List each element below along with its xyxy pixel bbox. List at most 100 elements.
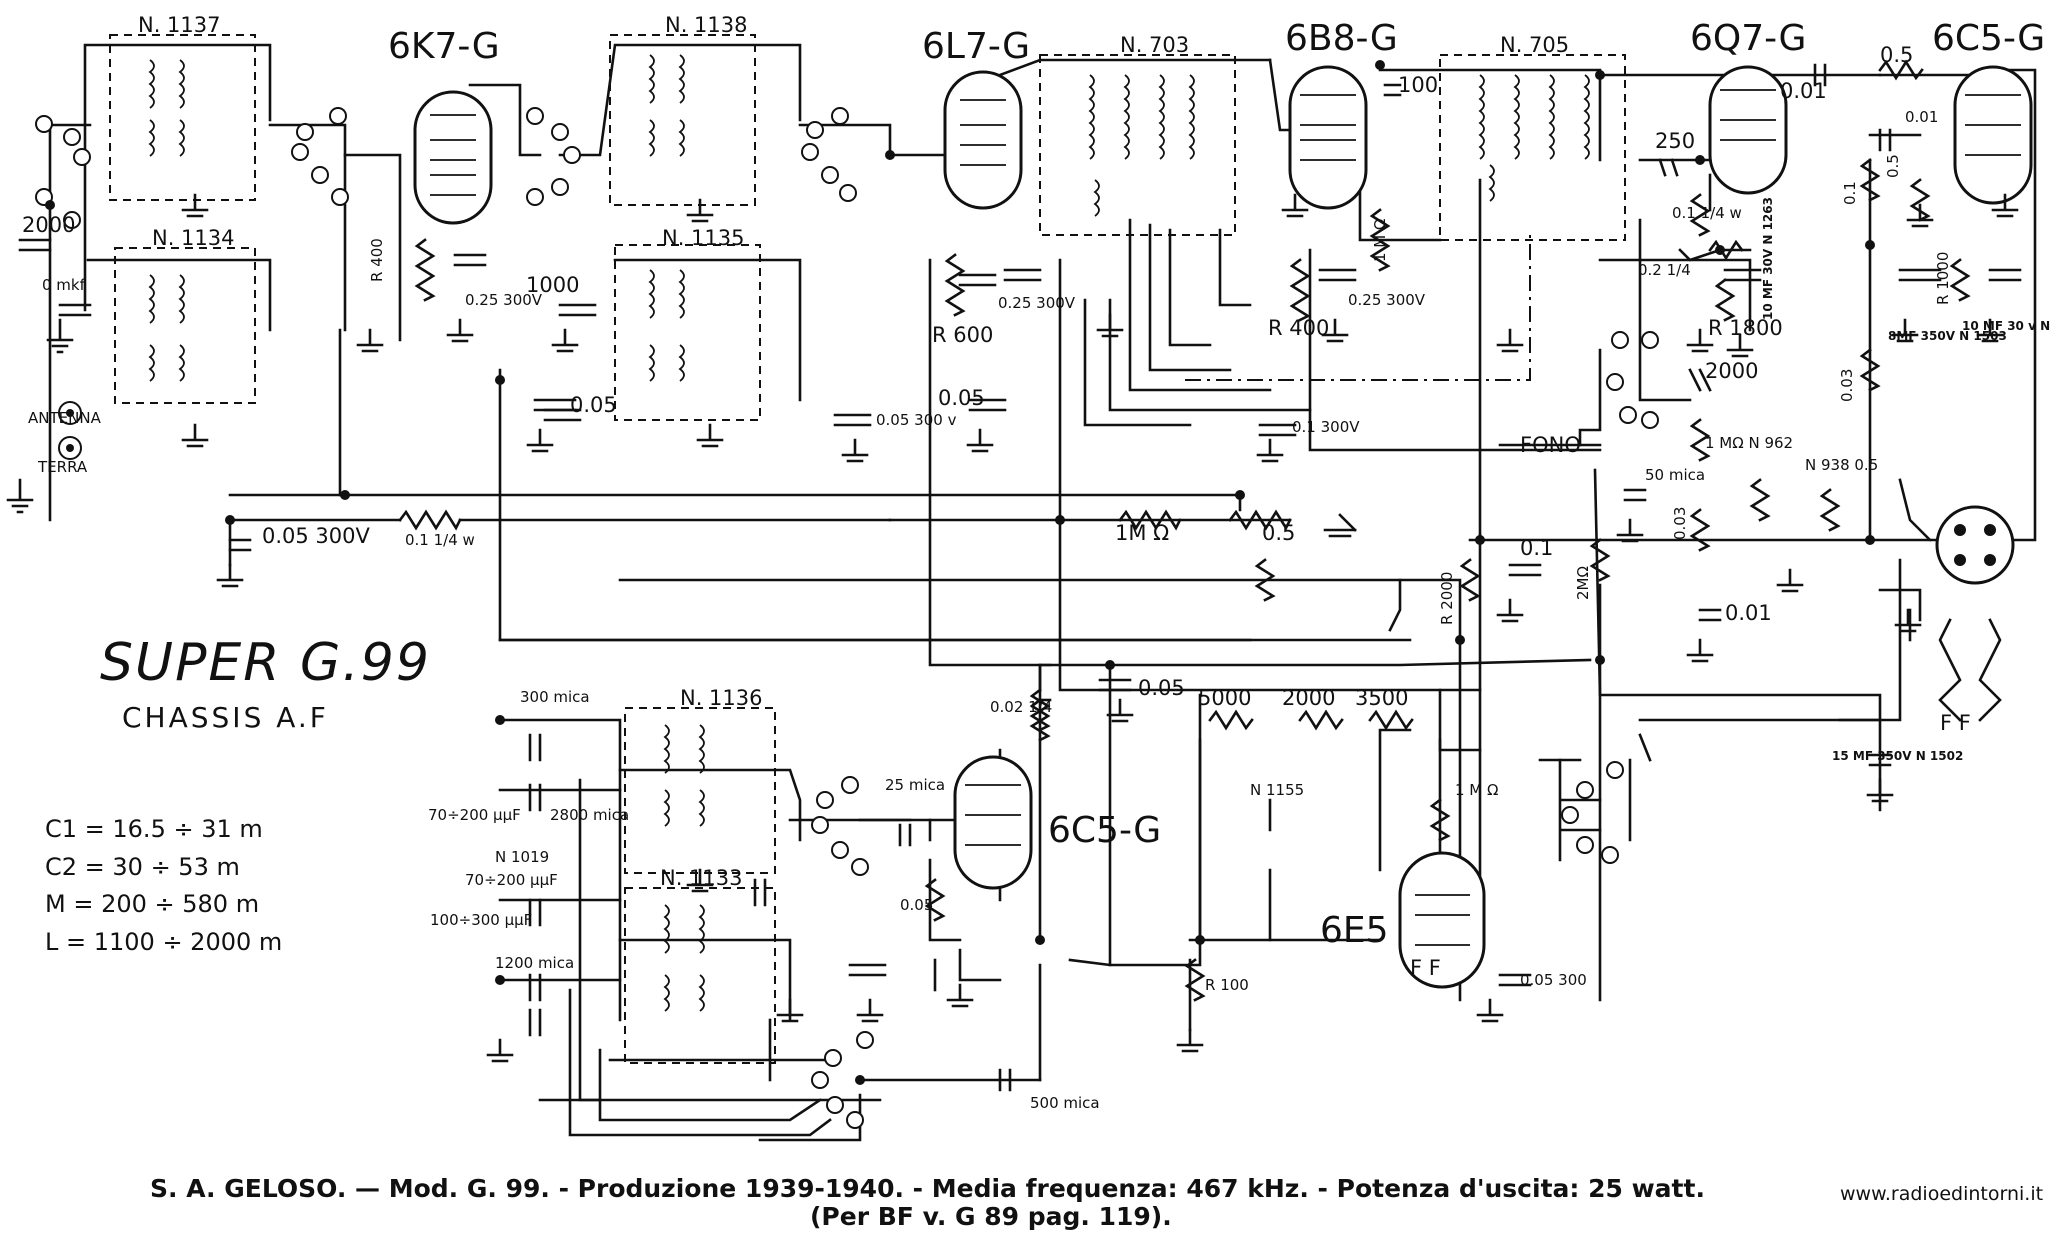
label-c005c: 0.05 300 v: [876, 411, 957, 429]
label-c001b: 0.01: [1905, 108, 1938, 126]
transformer-n703-can: [1039, 54, 1236, 236]
band-c1: C1 = 16.5 ÷ 31 m: [45, 815, 263, 843]
terminals: [35, 107, 1659, 1129]
label-c10mf: 10 MF 30V N 1263: [1761, 197, 1775, 320]
label-r1mc: 1 M Ω: [1455, 781, 1498, 799]
label-c100300: 100÷300 µµF: [430, 911, 532, 929]
caption-line2: (Per BF v. G 89 pag. 119).: [810, 1202, 1172, 1231]
coils: [148, 54, 1590, 1012]
tube-label-6k7g: 6K7-G: [388, 26, 500, 67]
tube-label-6q7g: 6Q7-G: [1690, 18, 1806, 59]
tube-6c5g-lower-envelope: [953, 755, 1033, 890]
label-n703: N. 703: [1120, 33, 1189, 57]
transformer-labels: N. 1137 N. 1134 N. 1138 N. 1135 N. 703 N…: [138, 13, 1569, 890]
label-n1138: N. 1138: [665, 13, 748, 37]
label-antenna: ANTENNA: [28, 409, 102, 427]
transformer-n1137-can: [109, 34, 256, 201]
label-r05a: 0.5: [1262, 521, 1295, 545]
transformer-cans: [109, 34, 1626, 1064]
label-r02: 0.2 1/4: [1638, 261, 1691, 279]
label-r3500: 3500: [1355, 686, 1408, 710]
label-r1m: 1M Ω: [1115, 521, 1169, 545]
tube-6k7g-envelope: [413, 90, 493, 225]
label-r2000: R 2000: [1438, 572, 1456, 625]
label-c005e: 0.05: [1138, 676, 1185, 700]
label-r100: R 100: [1205, 976, 1249, 994]
tube-label-6b8g: 6B8-G: [1285, 18, 1398, 59]
transformer-n1136-can: [624, 707, 776, 874]
label-c25: 25 mica: [885, 776, 945, 794]
label-c025a: 0.25 300V: [465, 291, 543, 309]
resistors: [398, 59, 1971, 1002]
label-ff2: F F: [1940, 711, 1971, 735]
label-r05d: N 938 0.5: [1805, 456, 1878, 474]
label-n1137: N. 1137: [138, 13, 221, 37]
label-n1135: N. 1135: [662, 226, 745, 250]
label-r01: 0.1 1/4 w: [405, 531, 475, 549]
caption-line1: S. A. GELOSO. — Mod. G. 99. - Produzione…: [150, 1174, 1705, 1203]
label-r400b: R 400: [1268, 316, 1329, 340]
label-r01c: 0.1: [1841, 181, 1859, 205]
label-r1000: R 1000: [1934, 252, 1952, 305]
label-p962: 1 MΩ N 962: [1705, 434, 1793, 452]
label-n705: N. 705: [1500, 33, 1569, 57]
label-c005b: 0.05: [570, 393, 617, 417]
tubes: [413, 65, 2033, 989]
tube-6e5-envelope: [1398, 851, 1486, 989]
tube-6b8g-envelope: [1288, 65, 1368, 210]
transformer-n705-can: [1439, 54, 1626, 241]
label-n1133: N. 1133: [660, 866, 743, 890]
label-r1mb: 1 M Ω: [1371, 219, 1389, 262]
label-r600: R 600: [932, 323, 993, 347]
label-c10mfb: 10 MF 30 v N 1263: [1962, 319, 2050, 333]
label-c2800: 2800 mica: [550, 806, 629, 824]
label-c005f: 0.05 300: [1520, 971, 1587, 989]
label-terra: TERRA: [37, 458, 88, 476]
label-r01b: 0.1 1/4 w: [1672, 204, 1742, 222]
tube-label-6c5g-top: 6C5-G: [1932, 18, 2045, 59]
label-fono: FONO: [1520, 433, 1581, 457]
label-r2000c: 2000: [1282, 686, 1335, 710]
label-c01a: 0.1 300V: [1292, 418, 1360, 436]
band-c2: C2 = 30 ÷ 53 m: [45, 853, 240, 881]
diagram-title: SUPER G.99: [100, 633, 431, 693]
label-n1136: N. 1136: [680, 686, 763, 710]
label-c2000: 2000: [22, 213, 75, 237]
label-c2000b: 2000: [1705, 359, 1758, 383]
label-c005d: 0.05: [938, 386, 985, 410]
label-c025c: 0.25 300V: [1348, 291, 1426, 309]
transformer-n1135-can: [614, 244, 761, 421]
label-r05b: 0.5: [1880, 43, 1913, 67]
label-r005: 0.05: [900, 896, 933, 914]
transformer-n1138-can: [609, 34, 756, 206]
tube-6l7g-envelope: [943, 70, 1023, 210]
label-c250: 250: [1655, 129, 1695, 153]
label-c01b: 0.1: [1520, 536, 1553, 560]
watermark: www.radioedintorni.it: [1840, 1183, 2043, 1205]
label-c005a: 0.05 300V: [262, 524, 371, 548]
label-r2m: 2MΩ: [1574, 566, 1592, 600]
tube-label-6e5: 6E5: [1320, 910, 1389, 951]
label-c8mf: 8MF 350V N 1503: [1888, 329, 2007, 343]
label-r003b: 0.03: [1671, 507, 1689, 540]
transformer-n1133-can: [624, 887, 776, 1064]
label-r1800: R 1800: [1708, 316, 1783, 340]
label-c70200a: 70÷200 µµF: [428, 806, 521, 824]
wiring: [48, 43, 2037, 1142]
band-table: C1 = 16.5 ÷ 31 m C2 = 30 ÷ 53 m M = 200 …: [45, 815, 282, 956]
label-c001a: 0.01: [1780, 79, 1827, 103]
label-r400a: R 400: [368, 238, 386, 282]
component-labels: 2000 0 mkf ANTENNA TERRA R 400 0.25 300V…: [22, 43, 2050, 1112]
band-l: L = 1100 ÷ 2000 m: [45, 928, 282, 956]
diagram-subtitle: CHASSIS A.F: [122, 701, 329, 734]
label-r002: 0.02 1/4: [990, 698, 1052, 716]
label-c025b: 0.25 300V: [998, 294, 1076, 312]
band-m: M = 200 ÷ 580 m: [45, 890, 259, 918]
label-c001c: 0.01: [1725, 601, 1772, 625]
label-c500: 500 mica: [1030, 1094, 1100, 1112]
tube-6c5g-top-envelope: [1953, 65, 2033, 205]
output-socket: [1935, 505, 2015, 585]
label-r05c: 0.5: [1884, 154, 1902, 178]
label-n1134: N. 1134: [152, 226, 235, 250]
label-n1155: N 1155: [1250, 781, 1304, 799]
